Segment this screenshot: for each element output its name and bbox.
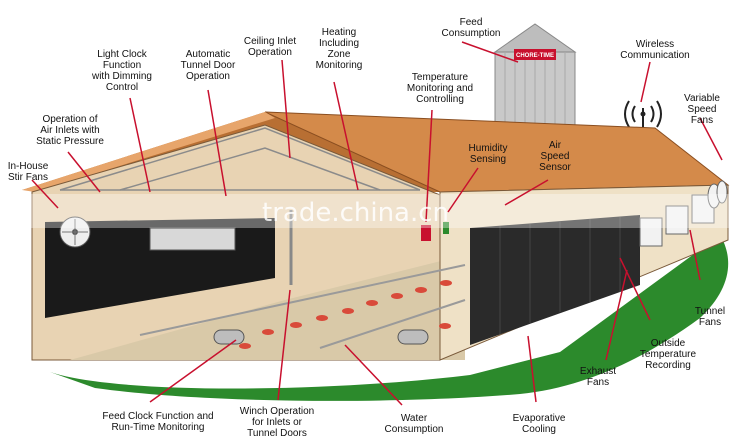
label-feed-consumption: Feed Consumption: [441, 17, 501, 39]
wireless-antenna: [624, 100, 662, 136]
label-wireless-communication: Wireless Communication: [620, 39, 690, 61]
feed-silo: CHORE-TIME: [493, 23, 577, 133]
label-temperature-monitoring: Temperature Monitoring and Controlling: [406, 72, 474, 105]
heater: [149, 227, 236, 251]
label-tunnel-fans: Tunnel Fans: [694, 306, 726, 328]
label-water-consumption: Water Consumption: [384, 413, 444, 435]
stir-fan: [59, 216, 91, 248]
label-exhaust-fans: Exhaust Fans: [579, 366, 617, 388]
silo-brand-text: CHORE-TIME: [516, 53, 554, 59]
temperature-sensor: [421, 225, 431, 241]
grass: [50, 235, 729, 401]
roof-trusses: [59, 127, 421, 191]
feed-lines: [139, 264, 466, 349]
label-feed-clock: Feed Clock Function and Run-Time Monitor…: [102, 411, 214, 433]
label-in-house-stir-fans: In-House Stir Fans: [7, 161, 49, 183]
watermark: trade.china.cn: [262, 198, 450, 228]
label-light-clock: Light Clock Function with Dimming Contro…: [91, 49, 152, 93]
label-humidity-sensing: Humidity Sensing: [468, 143, 508, 165]
label-outside-temperature: Outside Temperature Recording: [639, 338, 697, 371]
label-heating-zone-monitoring: Heating Including Zone Monitoring: [315, 27, 363, 71]
feed-hoppers: [213, 329, 429, 345]
label-automatic-tunnel-door: Automatic Tunnel Door Operation: [180, 49, 236, 82]
pointer-lines: [31, 41, 723, 406]
label-evaporative-cooling: Evaporative Cooling: [512, 413, 566, 435]
label-ceiling-inlet-operation: Ceiling Inlet Operation: [243, 36, 297, 58]
humidity-sensor: [443, 222, 449, 234]
label-operation-air-inlets: Operation of Air Inlets with Static Pres…: [36, 114, 104, 147]
label-winch-operation: Winch Operation for Inlets or Tunnel Doo…: [239, 406, 315, 439]
evaporative-pad: [470, 215, 640, 345]
label-variable-speed-fans: Variable Speed Fans: [684, 93, 720, 126]
tunnel-fans: [639, 180, 728, 247]
label-air-speed-sensor: Air Speed Sensor: [539, 140, 571, 173]
